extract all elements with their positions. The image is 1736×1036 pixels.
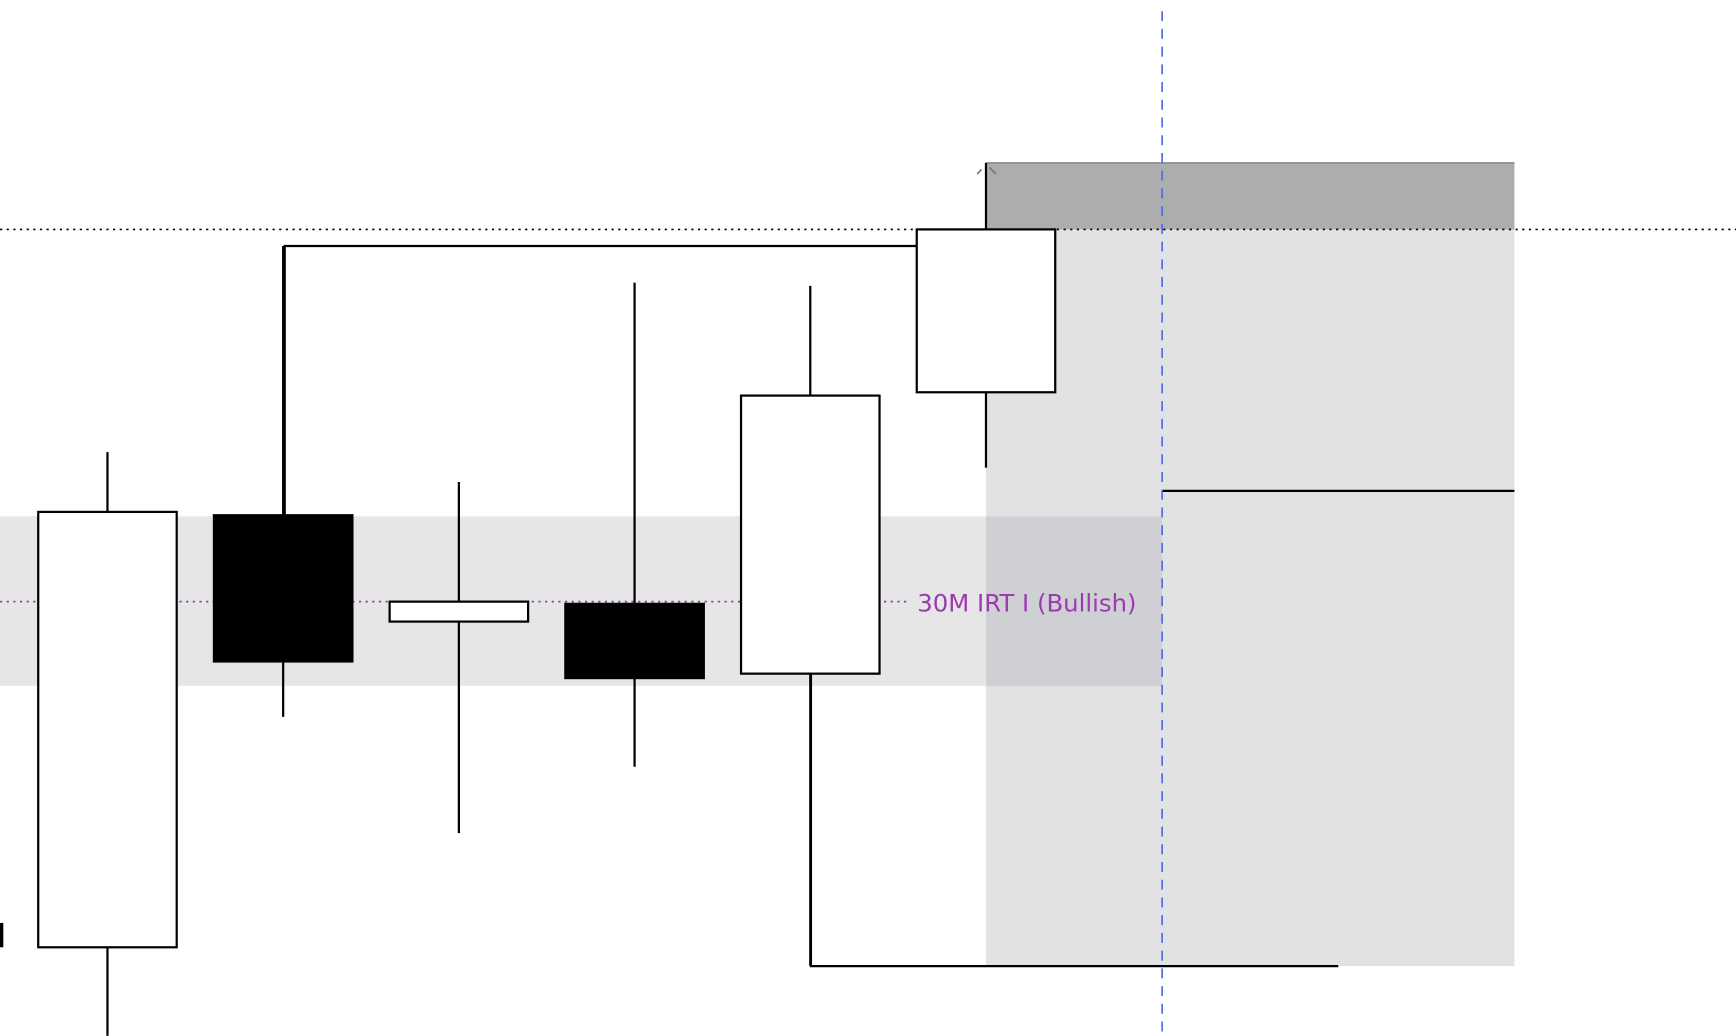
candle-body <box>212 514 354 663</box>
resize-handle-icon <box>976 166 997 175</box>
candle-body <box>388 600 530 623</box>
candle-body <box>915 228 1057 394</box>
swing-high-bracket <box>283 244 918 517</box>
candle-body <box>564 602 705 680</box>
zone-overlap <box>985 516 1163 686</box>
candle-body <box>739 394 881 675</box>
irt-label: 30M IRT I (Bullish) <box>917 589 1136 618</box>
edge-marker <box>0 922 4 948</box>
premium-zone <box>985 162 1515 230</box>
candle-body <box>37 510 178 949</box>
